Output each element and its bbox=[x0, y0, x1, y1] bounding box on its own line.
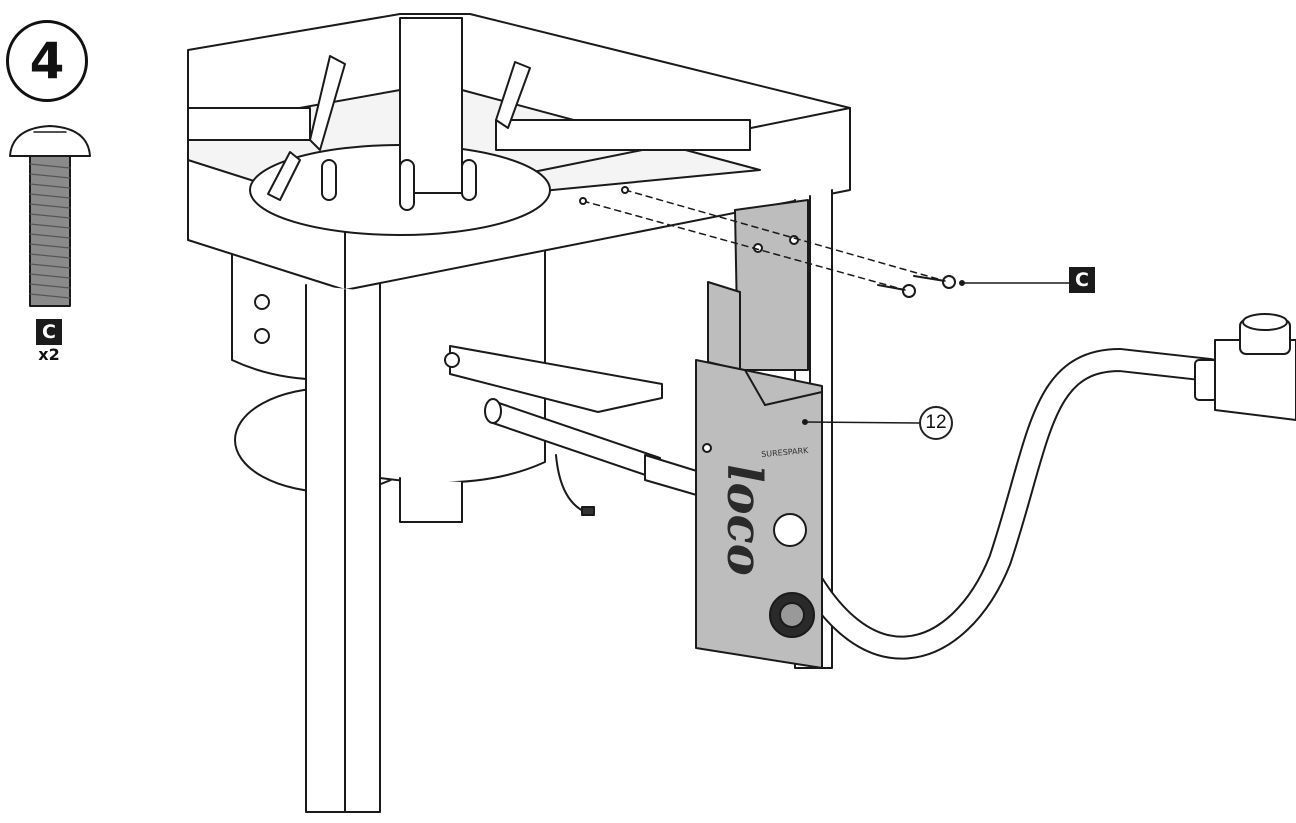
screw-callout-tag: C bbox=[1069, 267, 1095, 293]
part-quantity: x2 bbox=[38, 345, 60, 364]
bracket-wordmark: loco bbox=[716, 464, 772, 576]
bracket-sub: SURESPARK bbox=[761, 446, 810, 459]
step-number: 4 bbox=[29, 32, 65, 90]
stove-frame bbox=[187, 13, 851, 291]
bracket-callout-number: 12 bbox=[919, 406, 953, 440]
alignment-lines bbox=[582, 189, 946, 291]
step-number-badge: 4 bbox=[6, 20, 88, 102]
installed-screws bbox=[877, 275, 956, 298]
ignition-bracket: SURESPARK loco bbox=[695, 199, 823, 669]
legend-screw bbox=[9, 125, 91, 307]
gas-hose bbox=[778, 313, 1296, 660]
gas-pipe bbox=[444, 345, 701, 516]
leader-lines bbox=[804, 282, 1070, 424]
part-letter-tag: C bbox=[36, 319, 62, 345]
